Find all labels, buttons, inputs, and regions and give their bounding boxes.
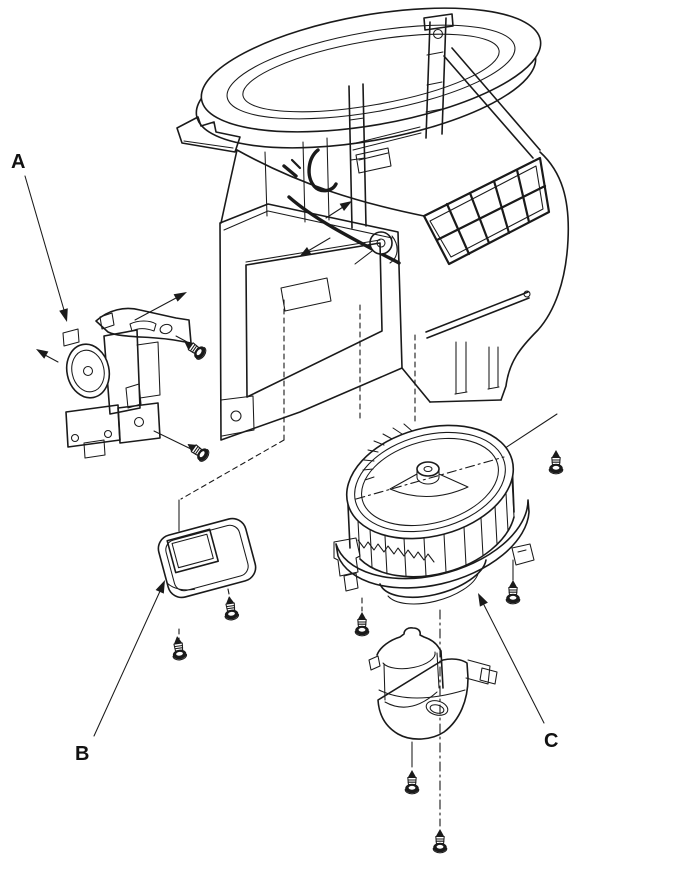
fan-inner-fins: [362, 423, 413, 481]
callout-c-label: C: [544, 730, 558, 752]
fan-fins: [357, 478, 515, 577]
mounting-screws: [169, 335, 564, 854]
removal-arrow-icons: [36, 292, 187, 363]
mounting-screw-icon: [354, 611, 370, 637]
blower-lower-cover-icon: [368, 627, 498, 740]
assembly-alignment-lines: [178, 299, 558, 768]
mounting-screw-icon: [432, 828, 448, 854]
mounting-screw-icon: [221, 594, 240, 622]
callout-c: C: [478, 593, 558, 752]
mounting-screw-icon: [548, 449, 564, 475]
callout-a: A: [11, 151, 68, 322]
mounting-screw-icon: [169, 634, 188, 662]
mounting-screw-icon: [183, 437, 212, 464]
callout-b: B: [75, 580, 165, 765]
callout-a-label: A: [11, 151, 25, 173]
blower-fan-icon: [333, 423, 535, 605]
heater-blower-housing-icon: [176, 7, 570, 441]
control-motor-icon: [62, 307, 192, 459]
power-transistor-icon: [157, 517, 257, 599]
mounting-screw-icon: [404, 769, 420, 795]
direction-arrow-icons: [299, 201, 352, 257]
callout-b-label: B: [75, 743, 89, 765]
mounting-screw-icon: [505, 579, 521, 605]
